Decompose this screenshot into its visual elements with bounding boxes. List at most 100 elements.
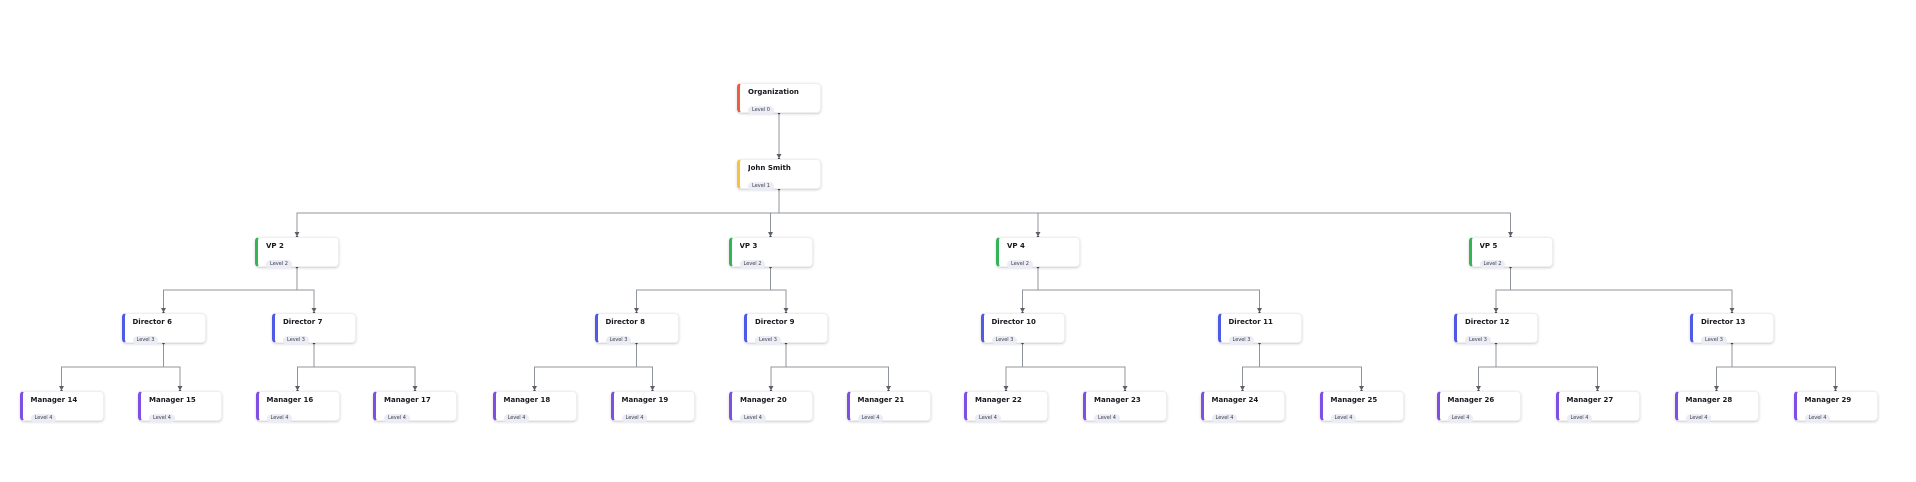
node-title: Organization (748, 88, 799, 96)
node-title: VP 5 (1479, 242, 1498, 250)
edge-arrowhead (1595, 386, 1600, 391)
node-title: Manager 29 (1804, 396, 1852, 404)
node-level-badge: Level 2 (1007, 260, 1033, 269)
node-level-badge: Level 3 (991, 336, 1018, 345)
node-level-badge: Level 2 (1479, 260, 1506, 269)
node-title: Manager 17 (384, 396, 431, 404)
org-edge (1022, 267, 1039, 309)
org-node-manager-27[interactable]: Manager 27 Level 4 (1555, 391, 1640, 423)
org-edge (785, 343, 889, 387)
org-edge (778, 189, 1511, 233)
org-edge (1716, 343, 1733, 387)
org-node-manager-16[interactable]: Manager 16 Level 4 (255, 391, 340, 423)
edge-arrowhead (886, 386, 891, 391)
edge-arrowhead (1714, 386, 1719, 391)
node-level-badge: Level 4 (975, 414, 1001, 423)
node-level-badge: Level 3 (1701, 336, 1727, 345)
edge-arrowhead (161, 308, 166, 313)
node-title: VP 2 (266, 242, 284, 250)
node-level-badge: Level 4 (1566, 414, 1593, 423)
org-node-vp-5[interactable]: VP 5 Level 2 (1468, 237, 1553, 269)
node-level-badge: Level 4 (266, 414, 293, 423)
node-title: Manager 24 (1211, 396, 1259, 404)
node-title: Manager 21 (857, 396, 905, 404)
node-title: Manager 14 (30, 396, 78, 404)
org-edge (1259, 343, 1362, 387)
edge-arrowhead (532, 386, 537, 391)
node-level-badge: Level 4 (1685, 414, 1712, 423)
org-node-manager-20[interactable]: Manager 20 Level 4 (729, 391, 813, 423)
node-title: Manager 16 (266, 396, 314, 404)
org-edge (163, 343, 181, 387)
org-node-manager-17[interactable]: Manager 17 Level 4 (373, 391, 457, 423)
org-node-manager-15[interactable]: Manager 15 Level 4 (138, 391, 222, 423)
node-title: Director 11 (1228, 318, 1273, 326)
edge-arrowhead (412, 386, 418, 391)
org-edge (636, 343, 653, 387)
node-title: Director 9 (755, 318, 795, 326)
node-level-badge: Level 2 (739, 260, 766, 269)
org-node-director-10[interactable]: Director 10 Level 3 (980, 313, 1065, 345)
org-edge (1005, 343, 1023, 387)
edge-arrowhead (783, 308, 789, 313)
org-edge (297, 343, 315, 387)
edge-arrowhead (650, 386, 655, 391)
org-node-manager-22[interactable]: Manager 22 Level 4 (964, 391, 1048, 423)
node-level-badge: Level 3 (1465, 336, 1491, 345)
node-level-badge: Level 4 (621, 414, 648, 423)
node-title: Director 10 (991, 318, 1036, 326)
node-title: Manager 20 (740, 396, 787, 404)
node-level-badge: Level 4 (1330, 414, 1357, 423)
node-title: Manager 28 (1685, 396, 1733, 404)
node-title: Manager 18 (503, 396, 551, 404)
edge-arrowhead (295, 386, 300, 391)
org-edge (1495, 343, 1598, 387)
org-edge (1037, 267, 1260, 309)
node-level-badge: Level 4 (740, 414, 766, 423)
org-edge (313, 343, 416, 387)
org-node-manager-28[interactable]: Manager 28 Level 4 (1674, 391, 1759, 423)
edge-arrowhead (1359, 386, 1364, 391)
org-edge (163, 267, 298, 309)
org-edge (778, 189, 1039, 233)
edge-arrowhead (59, 386, 64, 391)
node-title: Director 6 (132, 318, 172, 326)
node-level-badge: Level 4 (149, 414, 175, 423)
edge-arrowhead (294, 232, 300, 237)
org-edge (770, 267, 787, 309)
edge-arrowhead (311, 308, 317, 313)
edge-arrowhead (768, 232, 773, 237)
edge-arrowhead (1035, 232, 1041, 237)
node-level-badge: Level 4 (1094, 414, 1120, 423)
edge-arrowhead (1003, 386, 1009, 391)
node-title: Manager 15 (149, 396, 196, 404)
edge-arrowhead (1122, 386, 1128, 391)
org-edge (296, 267, 315, 309)
node-title: Manager 27 (1566, 396, 1614, 404)
edge-arrowhead (1493, 308, 1499, 313)
edge-arrowhead (1257, 308, 1262, 313)
node-level-badge: Level 4 (384, 414, 410, 423)
node-title: Manager 22 (975, 396, 1022, 404)
